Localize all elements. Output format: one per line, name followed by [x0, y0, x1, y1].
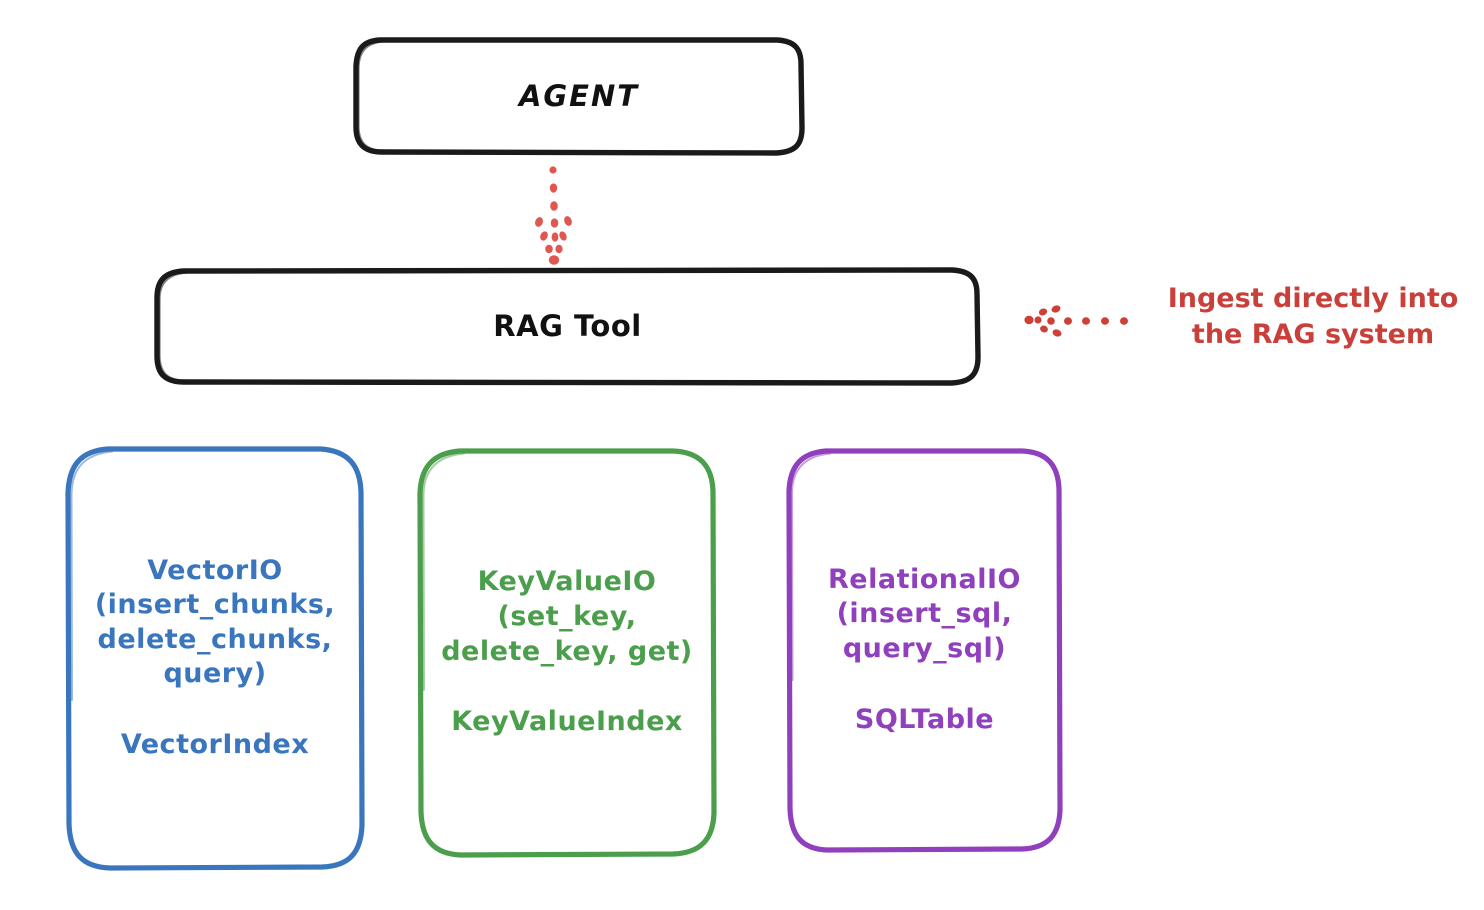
rag-tool-box[interactable]: [154, 267, 981, 386]
vector-io-box[interactable]: [65, 446, 365, 871]
key-value-io-box[interactable]: [417, 448, 717, 858]
relational-io-box[interactable]: [786, 448, 1063, 853]
ingest-annotation-arrow: [1024, 305, 1128, 337]
agent-box[interactable]: [353, 37, 805, 156]
agent-to-ragtool-arrow: [535, 166, 572, 265]
